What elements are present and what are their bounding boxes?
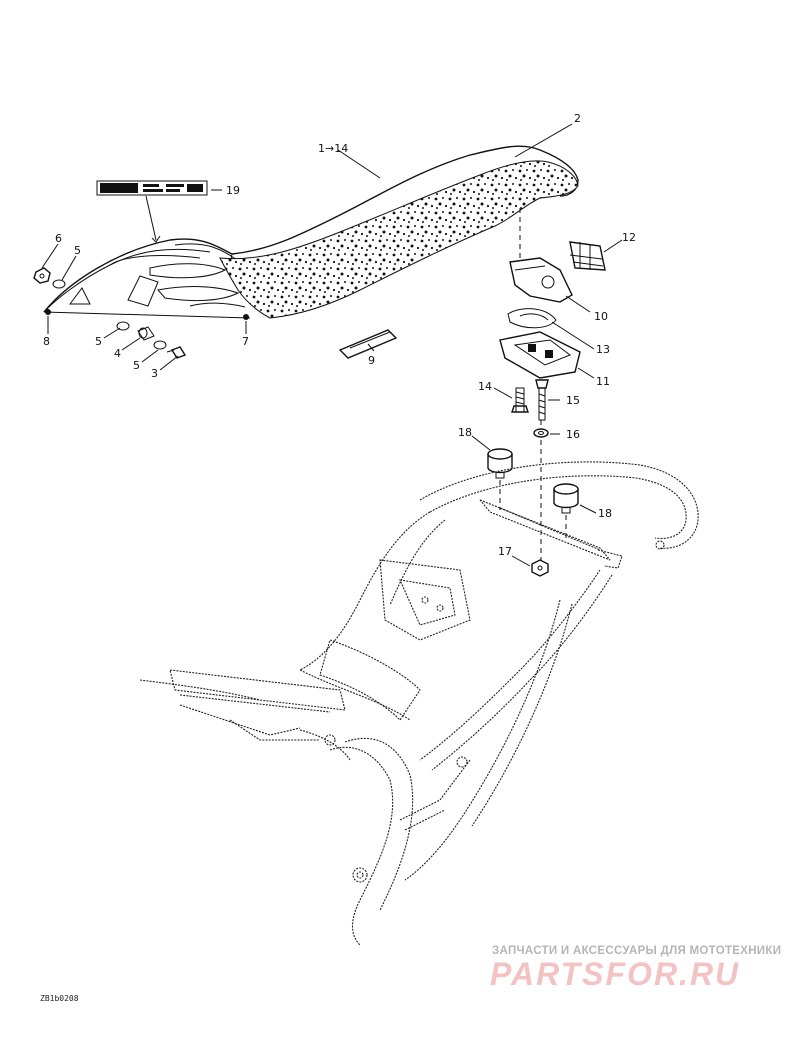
bumper-18-left [487, 448, 513, 479]
callout-14: 14 [478, 380, 492, 393]
clip-12 [569, 241, 606, 271]
callout-10: 10 [594, 310, 608, 323]
callout-18-right: 18 [598, 507, 612, 520]
warning-triangle [69, 287, 91, 305]
seat-foam [219, 160, 579, 319]
callout-5-mid: 5 [95, 335, 102, 348]
callout-15: 15 [566, 394, 580, 407]
watermark-tagline: ЗАПЧАСТИ И АКСЕССУАРЫ ДЛЯ МОТОТЕХНИКИ [492, 945, 782, 957]
screw-14 [511, 387, 529, 413]
washer-16 [533, 428, 549, 438]
callout-6: 6 [55, 232, 62, 245]
callout-5-low: 5 [133, 359, 140, 372]
gasket-13 [507, 308, 557, 329]
watermark-brand: PARTSFOR.RU [490, 956, 741, 992]
callout-17: 17 [498, 545, 512, 558]
nut-17 [531, 559, 549, 577]
seat-assembly [43, 145, 579, 320]
callout-5-top: 5 [74, 244, 81, 257]
strap-9 [338, 329, 398, 359]
callout-9: 9 [368, 354, 375, 367]
callout-13: 13 [596, 343, 610, 356]
callout-8: 8 [43, 335, 50, 348]
callout-18-left: 18 [458, 426, 472, 439]
frame [139, 461, 699, 946]
callout-1-14: 1→14 [318, 142, 348, 155]
alignment-lines [499, 208, 567, 560]
warning-label-19 [96, 180, 208, 196]
callout-4: 4 [114, 347, 121, 360]
callout-2: 2 [574, 112, 581, 125]
rear-bracket-10 [509, 257, 573, 303]
base-bracket-11 [499, 331, 581, 379]
end-cap-8 [45, 309, 51, 315]
callouts: 1→14 2 19 6 5 8 7 5 4 5 3 9 12 10 13 11 … [43, 112, 636, 558]
callout-19: 19 [226, 184, 240, 197]
bumper-18-right [553, 483, 579, 514]
leader-lines [41, 123, 623, 567]
hardware-left [33, 267, 187, 359]
callout-7: 7 [242, 335, 249, 348]
screw-15 [535, 379, 549, 421]
drawing-code: ZB1b0208 [40, 994, 79, 1003]
end-cap-7 [243, 314, 249, 320]
callout-12: 12 [622, 231, 636, 244]
callout-3: 3 [151, 367, 158, 380]
callout-11: 11 [596, 375, 610, 388]
callout-16: 16 [566, 428, 580, 441]
